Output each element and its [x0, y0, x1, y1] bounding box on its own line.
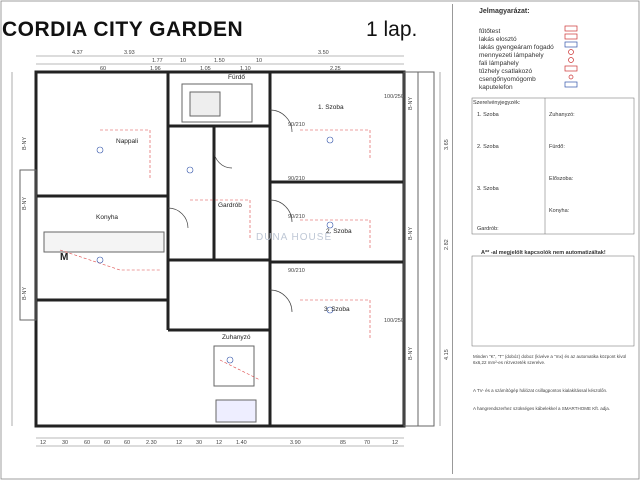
wall-label-left-3: B-NY [22, 286, 28, 300]
wall-label-right-3: B-NY [408, 346, 414, 360]
dim-top2-1: 60 [100, 66, 107, 72]
door-size-4: 90/210 [288, 268, 305, 274]
legend-room-item: Fürdő: [549, 144, 565, 150]
dim-right-1: 3.65 [444, 139, 450, 150]
dim-bottom-5: 60 [124, 440, 131, 446]
legend-room-item: 2. Szoba [477, 144, 499, 150]
dim-bottom-3: 60 [84, 440, 91, 446]
room-label-m: M [60, 252, 69, 263]
dim-bottom-11: 3.90 [290, 440, 301, 446]
legend-item: fűtőtest [479, 28, 501, 35]
legend-room-item: Gardrób: [477, 226, 499, 232]
dim-bottom-10: 1.40 [236, 440, 247, 446]
legend-paragraph-1: Minden "K", "T" (dobóz) doboz (kivéve a … [473, 354, 627, 365]
dim-bottom-9: 12 [216, 440, 223, 446]
legend-room-item: Zuhanyzó: [549, 112, 575, 118]
door-size-6: 100/250 [384, 318, 404, 324]
dim-top-7: 3.50 [318, 50, 329, 56]
room-label-konyha: Konyha [96, 214, 119, 221]
dim-right-2: 2.82 [444, 239, 450, 250]
legend-room-item: 3. Szoba [477, 186, 499, 192]
room-label-szoba1: 1. Szoba [318, 104, 344, 111]
dim-bottom-12: 85 [340, 440, 347, 446]
project-title: CORDIA CITY GARDEN [2, 18, 244, 41]
dim-top2-3: 1.05 [200, 66, 211, 72]
room-label-szoba2: 2. Szoba [326, 228, 352, 235]
legend-room-item: 1. Szoba [477, 112, 499, 118]
dim-top2-5: 2.25 [330, 66, 341, 72]
dim-bottom-6: 2.30 [146, 440, 157, 446]
legend-room-item: Előszoba: [549, 176, 574, 182]
dim-top-1: 4.37 [72, 50, 83, 56]
watermark: DUNA HOUSE [256, 232, 333, 243]
dim-top2-4: 1.10 [240, 66, 251, 72]
wall-label-left-1: B-NY [22, 136, 28, 150]
dim-bottom-14: 12 [392, 440, 399, 446]
room-label-zuhanyzo: Zuhanyzó [222, 334, 251, 341]
sheet-number: 1 lap. [366, 18, 418, 41]
legend-item: tűzhely csatlakozó [479, 68, 533, 75]
dim-bottom-7: 12 [176, 440, 183, 446]
door-size-3: 90/210 [288, 214, 305, 220]
wall-label-right-2: B-NY [408, 226, 414, 240]
room-label-nappali: Nappali [116, 138, 139, 145]
legend-item: kaputelefon [479, 84, 513, 91]
legend-item: lakás gyengeáram fogadó [479, 44, 554, 51]
legend-item: mennyezeti lámpahely [479, 52, 544, 59]
legend-heading: Jelmagyarázat: [479, 8, 530, 15]
door-size-1: 90/210 [288, 122, 305, 128]
dim-top-2: 3.93 [124, 50, 135, 56]
dim-bottom-1: 12 [40, 440, 47, 446]
legend-room-item: Konyha: [549, 208, 570, 214]
dim-top-6: 10 [256, 58, 263, 64]
door-size-2: 90/210 [288, 176, 305, 182]
legend-paragraph-2: A TV- és a számítógép hálózat csillagpon… [473, 388, 608, 393]
legend-item: lakás elosztó [479, 36, 517, 43]
dim-top-4: 10 [180, 58, 187, 64]
dim-top2-2: 1.96 [150, 66, 161, 72]
legend-panel: Jelmagyarázat: fűtőtest lakás elosztó la… [452, 4, 639, 474]
wall-label-right-1: B-NY [408, 96, 414, 110]
dim-top-3: 1.77 [152, 58, 163, 64]
dim-bottom-2: 30 [62, 440, 69, 446]
dim-right-3: 4.15 [444, 349, 450, 360]
dim-bottom-8: 30 [196, 440, 203, 446]
door-size-5: 100/250 [384, 94, 404, 100]
room-label-szoba3: 3. Szoba [324, 306, 350, 313]
wall-label-left-2: B-NY [22, 196, 28, 210]
room-label-gardrob: Gardrób [218, 202, 242, 209]
legend-item: csengőnyomógomb [479, 76, 536, 83]
legend-paragraph-3: A hangrendszerhez szükséges kábelekkel a… [473, 406, 610, 411]
room-label-furdo: Fürdő [228, 74, 245, 81]
dim-bottom-4: 60 [104, 440, 111, 446]
dim-bottom-13: 70 [364, 440, 371, 446]
legend-item: fali lámpahely [479, 60, 519, 67]
legend-automation-note: A** -al megjelölt kapcsolók nem automati… [481, 250, 606, 256]
legend-section-heading: Szerelvényjegyzék: [473, 100, 521, 106]
dim-top-5: 1.50 [214, 58, 225, 64]
